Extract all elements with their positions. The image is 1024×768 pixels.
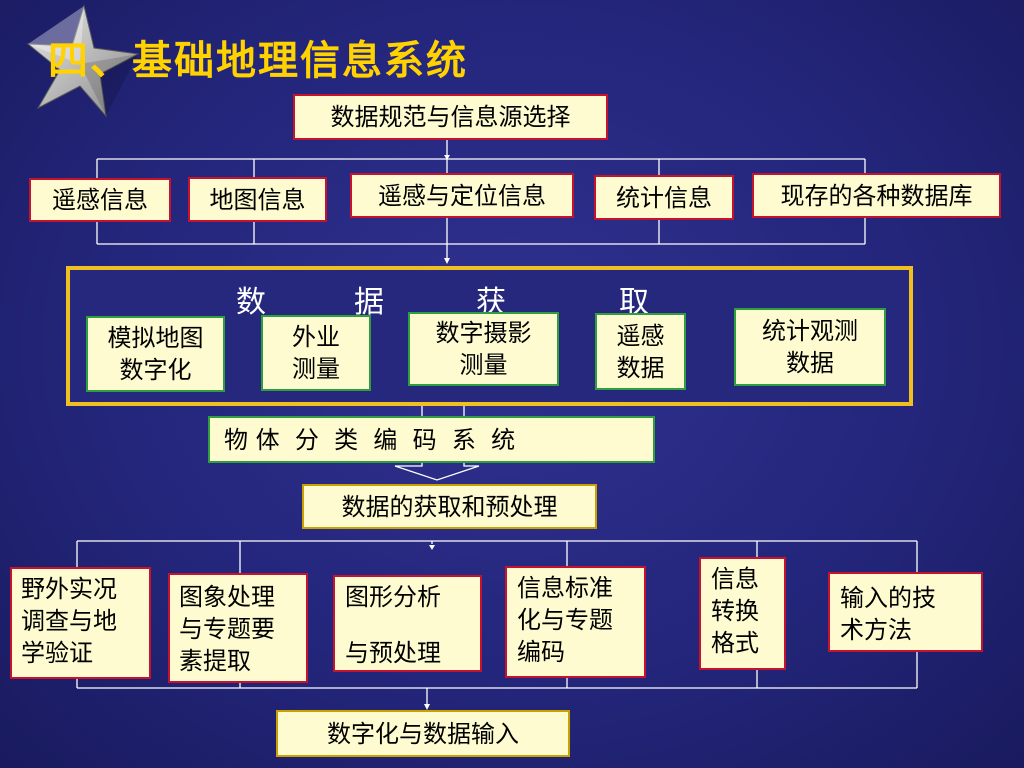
preprocess-box: 数据的获取和预处理 (302, 484, 597, 529)
data-spec-box: 数据规范与信息源选择 (293, 94, 608, 140)
step-box: 信息标准 化与专题 编码 (505, 566, 646, 678)
page-title: 四、基础地理信息系统 (48, 38, 468, 84)
step-box: 图象处理 与专题要 素提取 (168, 573, 308, 683)
source-box: 统计信息 (594, 175, 734, 220)
digitize-input-box: 数字化与数据输入 (276, 710, 570, 757)
source-box: 遥感与定位信息 (350, 173, 574, 218)
source-box: 地图信息 (188, 177, 327, 222)
acquisition-method-box: 遥感 数据 (595, 313, 686, 390)
acquisition-method-box: 数字摄影 测量 (408, 312, 559, 386)
acquisition-method-box: 统计观测 数据 (734, 308, 886, 386)
acquisition-label-char: 数 (236, 285, 266, 320)
step-box: 图形分析 与预处理 (333, 575, 482, 672)
classification-box: 物 体 分 类 编 码 系 统 (208, 416, 655, 463)
acquisition-method-box: 模拟地图 数字化 (86, 316, 225, 392)
step-box: 输入的技 术方法 (828, 572, 983, 652)
step-box: 野外实况 调查与地 学验证 (10, 567, 151, 679)
source-box: 遥感信息 (29, 178, 171, 222)
acquisition-label-char: 据 (354, 285, 384, 320)
acquisition-method-box: 外业 测量 (261, 315, 371, 391)
source-box: 现存的各种数据库 (752, 173, 1001, 218)
step-box: 信息 转换 格式 (699, 557, 786, 670)
star-icon (26, 4, 140, 118)
